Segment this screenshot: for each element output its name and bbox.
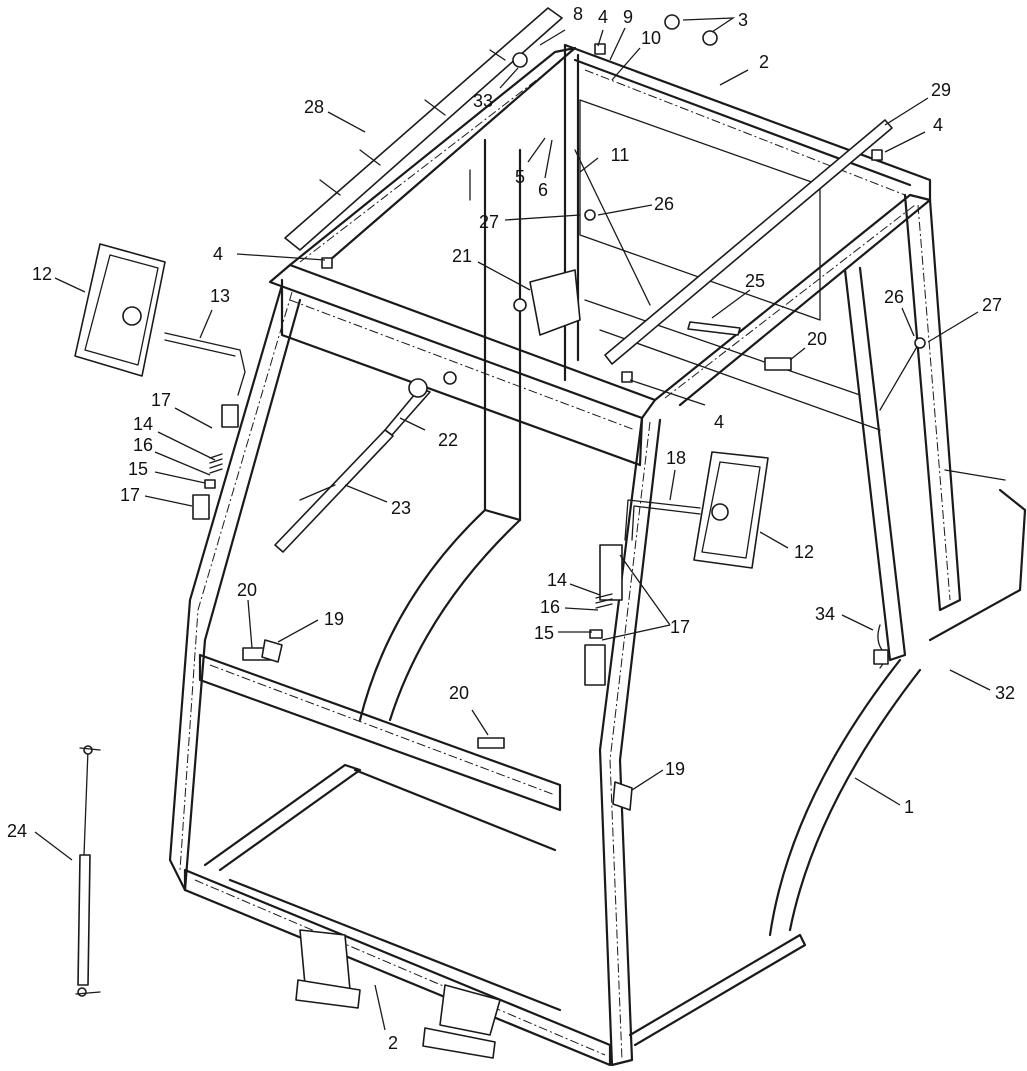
callout-19: 19 (324, 609, 344, 629)
callout-13: 13 (210, 286, 230, 306)
parts (74, 7, 926, 997)
callout-14: 14 (547, 570, 567, 590)
callout-2: 2 (388, 1033, 398, 1053)
callout-26: 26 (654, 194, 674, 214)
front-pillars (168, 283, 662, 1067)
callout-4: 4 (213, 244, 223, 264)
callout-27: 27 (479, 212, 499, 232)
callout-17: 17 (670, 617, 690, 637)
callout-18: 18 (666, 448, 686, 468)
lower-frame (183, 469, 1027, 1067)
callout-4: 4 (714, 412, 724, 432)
leader-lines (34, 17, 991, 1031)
callout-4: 4 (598, 7, 608, 27)
callout-6: 6 (538, 180, 548, 200)
roof-frame (268, 43, 932, 467)
callout-16: 16 (133, 435, 153, 455)
callout-21: 21 (452, 246, 472, 266)
callout-25: 25 (745, 271, 765, 291)
callout-16: 16 (540, 597, 560, 617)
callout-27: 27 (982, 295, 1002, 315)
callout-23: 23 (391, 498, 411, 518)
callout-14: 14 (133, 414, 153, 434)
callout-11: 11 (611, 145, 630, 165)
callout-32: 32 (995, 683, 1015, 703)
callout-5: 5 (515, 167, 525, 187)
callout-17: 17 (151, 390, 171, 410)
callout-9: 9 (623, 7, 633, 27)
callout-12: 12 (794, 542, 814, 562)
callout-20: 20 (807, 329, 827, 349)
callout-20: 20 (237, 580, 257, 600)
callout-33: 33 (473, 91, 493, 111)
callout-28: 28 (304, 97, 324, 117)
callout-4: 4 (933, 115, 943, 135)
callout-26: 26 (884, 287, 904, 307)
callout-labels: 8 4 9 3 10 2 33 28 29 4 11 5 6 27 26 4 2… (7, 4, 1015, 1053)
callout-10: 10 (641, 28, 661, 48)
callout-15: 15 (534, 623, 554, 643)
callout-2: 2 (759, 52, 769, 72)
callout-15: 15 (128, 459, 148, 479)
callout-17: 17 (120, 485, 140, 505)
callout-20: 20 (449, 683, 469, 703)
callout-3: 3 (738, 10, 748, 30)
callout-1: 1 (904, 797, 914, 817)
callout-22: 22 (438, 430, 458, 450)
callout-12: 12 (32, 264, 52, 284)
callout-8: 8 (573, 4, 583, 24)
callout-34: 34 (815, 604, 835, 624)
callout-24: 24 (7, 821, 27, 841)
callout-29: 29 (931, 80, 951, 100)
callout-19: 19 (665, 759, 685, 779)
